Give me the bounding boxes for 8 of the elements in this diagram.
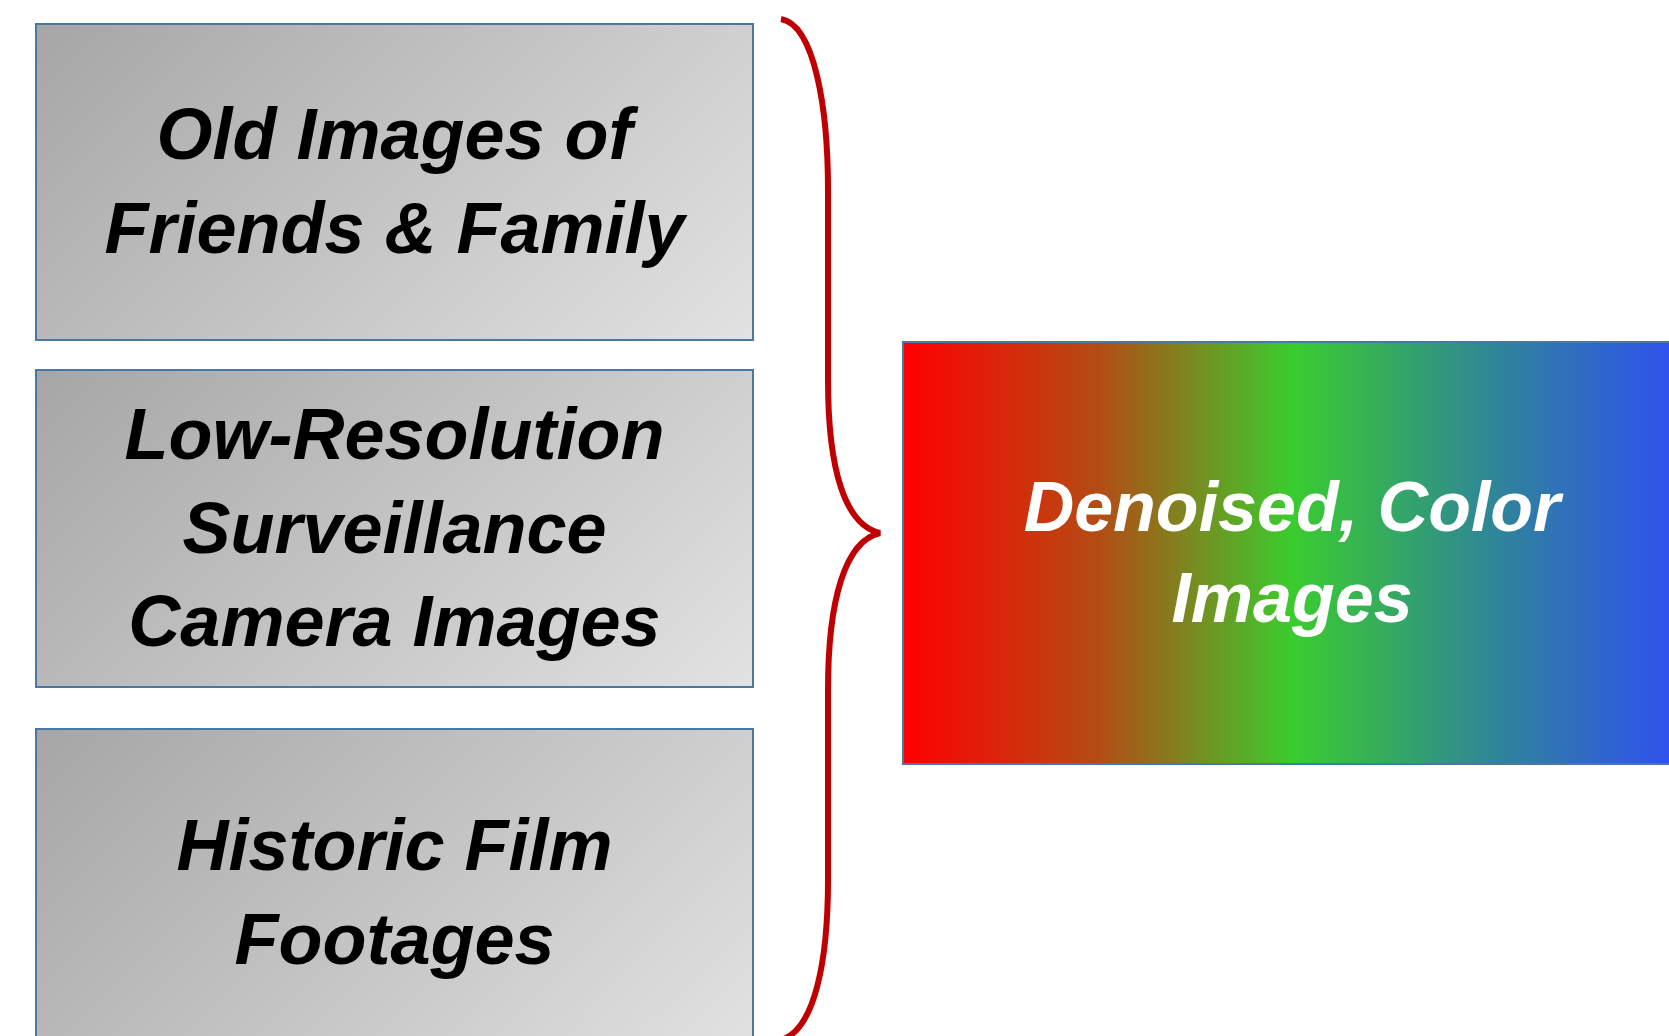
result-box	[902, 341, 1669, 765]
box-label: Historic Film Footages	[175, 804, 614, 981]
box-label: Old Images of Friends & Family	[37, 88, 752, 276]
source-box	[35, 369, 754, 688]
source-box	[35, 23, 754, 341]
box-label: Denoised, Color Images	[904, 462, 1669, 644]
box-label: Low-Resolution Surveillance Camera Images	[123, 393, 666, 664]
source-box	[35, 728, 754, 1036]
